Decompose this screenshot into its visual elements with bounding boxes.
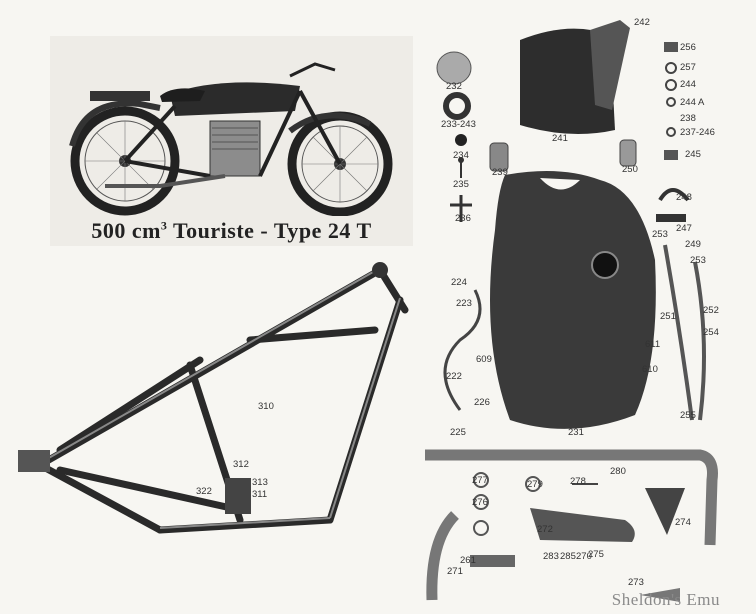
watermark: Sheldon's Emu — [611, 590, 720, 609]
exhaust-pipe-upper — [425, 449, 718, 546]
label-225: 225 — [450, 427, 466, 438]
label-322: 322 — [196, 486, 212, 497]
label-223: 223 — [456, 298, 472, 309]
label-311: 311 — [252, 489, 268, 500]
label-609: 609 — [476, 354, 492, 365]
label-245: 245 — [685, 149, 701, 160]
fuel-tank — [490, 171, 656, 429]
label-271: 271 — [447, 566, 463, 577]
label-272: 272 — [537, 524, 553, 535]
label-241: 241 — [552, 133, 568, 144]
label-275: 275 — [588, 549, 604, 560]
label-238: 238 — [680, 113, 696, 124]
caption-model: Touriste - Type 24 T — [167, 218, 372, 243]
label-222: 222 — [446, 371, 462, 382]
label-279: 279 — [527, 479, 543, 490]
silencer — [530, 508, 635, 542]
label-244a: 244 A — [680, 97, 705, 108]
label-235: 235 — [453, 179, 469, 190]
label-250: 250 — [622, 164, 638, 175]
label-270: 270 — [576, 551, 592, 562]
exhaust-pipe-lower — [426, 511, 460, 601]
label-232: 232 — [446, 81, 462, 92]
label-610: 610 — [642, 364, 658, 375]
label-312: 312 — [233, 459, 249, 470]
label-234: 234 — [453, 150, 469, 161]
label-253-right: 253 — [690, 255, 706, 266]
label-313: 313 — [252, 477, 268, 488]
label-254: 254 — [703, 327, 719, 338]
motorcycle-photo — [50, 36, 413, 246]
fishtail — [645, 488, 685, 535]
label-283: 283 — [543, 551, 559, 562]
filler-cap — [591, 251, 619, 279]
label-280: 280 — [610, 466, 626, 477]
label-226: 226 — [474, 397, 490, 408]
label-242: 242 — [634, 17, 650, 28]
engine-plate — [225, 478, 251, 514]
label-239: 239 — [492, 167, 508, 178]
tool-box-part — [520, 28, 615, 135]
label-236: 236 — [455, 213, 471, 224]
label-251: 251 — [660, 311, 676, 322]
label-310: 310 — [258, 401, 274, 412]
label-257: 257 — [680, 62, 696, 73]
label-231: 231 — [568, 427, 584, 438]
model-caption: 500 cm3 Touriste - Type 24 T — [50, 218, 413, 244]
caption-superscript: 3 — [160, 218, 168, 233]
label-276: 276 — [472, 497, 488, 508]
label-247: 247 — [676, 223, 692, 234]
label-249: 249 — [685, 239, 701, 250]
label-274: 274 — [675, 517, 691, 528]
label-256: 256 — [680, 42, 696, 53]
label-261: 261 — [460, 555, 476, 566]
label-285: 285 — [560, 551, 576, 562]
label-237-246: 237-246 — [680, 127, 715, 138]
cap-part — [436, 51, 472, 85]
motorcycle-illustration — [69, 62, 393, 216]
label-244: 244 — [680, 79, 696, 90]
label-252: 252 — [703, 305, 719, 316]
label-611: 611 — [645, 339, 661, 350]
label-278: 278 — [570, 476, 586, 487]
label-255: 255 — [680, 410, 696, 421]
label-224: 224 — [451, 277, 467, 288]
label-273: 273 — [628, 577, 644, 588]
label-277: 277 — [472, 475, 488, 486]
label-248: 248 — [676, 192, 692, 203]
label-233-243: 233-243 — [441, 119, 476, 130]
caption-displacement: 500 cm — [91, 218, 161, 243]
label-253-left: 253 — [652, 229, 668, 240]
